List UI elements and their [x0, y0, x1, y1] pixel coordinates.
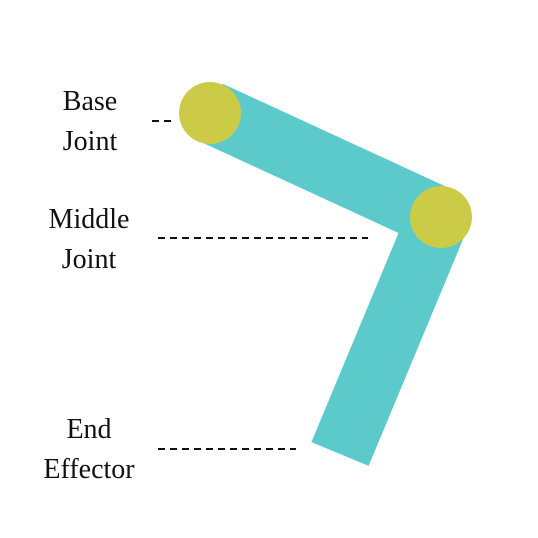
- base-joint-label-line1: Base: [62, 86, 118, 117]
- upper-link: [197, 83, 453, 247]
- end-effector-label-line1: End: [66, 414, 112, 445]
- end-effector-label: End Effector: [18, 410, 160, 490]
- middle-joint-circle: [410, 186, 472, 248]
- middle-joint-label-line1: Middle: [48, 204, 130, 235]
- middle-joint-label: Middle Joint: [26, 200, 152, 280]
- middle-joint-label-line2: Joint: [61, 244, 117, 275]
- base-joint-label: Base Joint: [40, 82, 140, 162]
- end-effector-label-line2: Effector: [43, 454, 135, 485]
- lower-link: [311, 202, 469, 466]
- base-joint-label-line2: Joint: [62, 126, 118, 157]
- base-joint-circle: [179, 82, 241, 144]
